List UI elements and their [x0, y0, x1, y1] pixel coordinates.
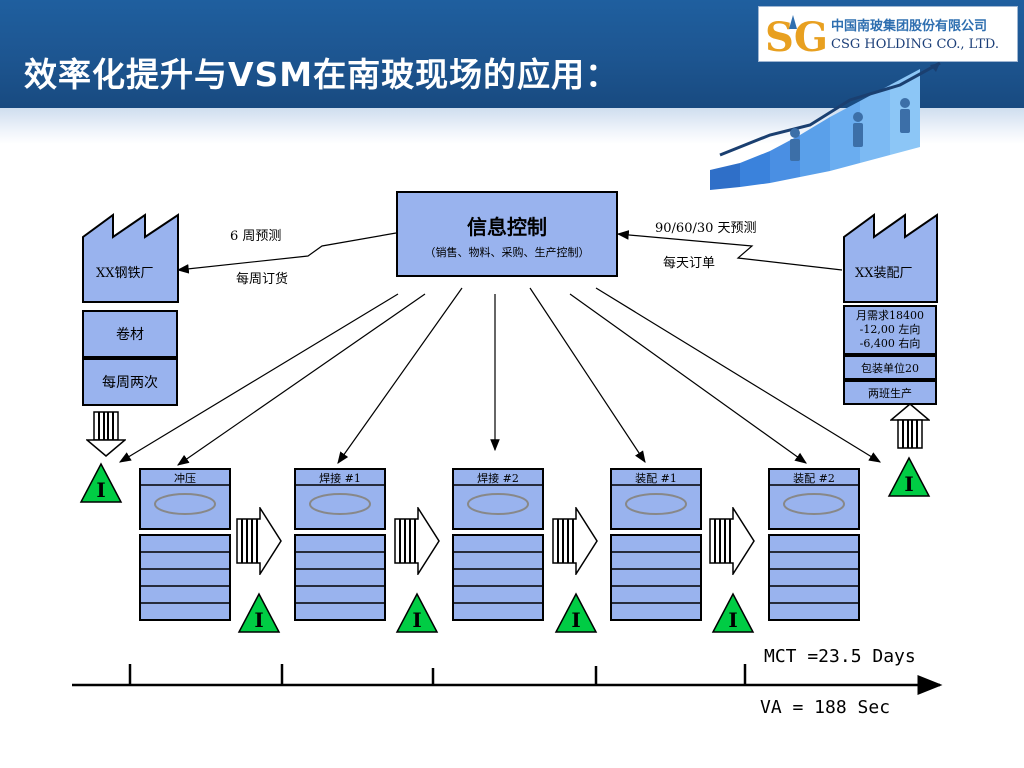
push-arrow-2-icon	[394, 507, 440, 575]
supplier-info-line	[176, 232, 397, 274]
inventory-2-icon: I	[395, 592, 439, 633]
logo-mark-icon: SG	[765, 14, 825, 57]
process-label: 装配 #2	[793, 472, 835, 485]
va-label: VA = 188 Sec	[760, 697, 891, 718]
supplier-order-label: 每周订货	[236, 272, 289, 287]
supplier-name: XX钢铁厂	[96, 266, 154, 281]
customer-packaging: 包装单位20	[861, 361, 919, 375]
customer-demand-line-3: -6,400 右向	[859, 337, 921, 350]
supplier-material-box: 卷材	[82, 310, 178, 358]
inventory-customer-icon: I	[887, 456, 931, 497]
customer-forecast-label: 90/60/30 天预测	[655, 221, 757, 236]
process-assembly-1: 装配 #1	[610, 468, 702, 622]
inventory-label: I	[254, 608, 263, 632]
customer-order-label: 每天订单	[663, 256, 716, 271]
slide-title: 效率化提升与VSM在南玻现场的应用：	[24, 55, 620, 94]
process-welding-2: 焊接 #2	[452, 468, 544, 622]
push-arrow-3-icon	[552, 507, 598, 575]
process-icon	[610, 468, 702, 621]
customer-packaging-box: 包装单位20	[843, 355, 937, 380]
process-icon	[452, 468, 544, 621]
inventory-label: I	[571, 608, 580, 632]
inventory-label: I	[904, 472, 913, 496]
supplier-material: 卷材	[116, 327, 144, 343]
supplier-forecast-label: 6 周预测	[230, 229, 282, 244]
growth-chart-illustration	[710, 61, 941, 190]
info-arrow-customer-inv	[595, 287, 882, 463]
customer-shifts: 两班生产	[868, 386, 912, 400]
inventory-label: I	[96, 478, 105, 502]
customer-name: XX装配厂	[855, 266, 913, 281]
supplier-frequency: 每周两次	[102, 375, 158, 391]
inventory-1-icon: I	[237, 592, 281, 633]
customer-factory-icon	[843, 213, 938, 303]
customer-info-line	[616, 230, 843, 271]
inventory-4-icon: I	[711, 592, 755, 633]
logo-letters: SG	[765, 14, 825, 57]
process-stamping: 冲压	[139, 468, 231, 622]
supplier-shipment-arrow-icon	[86, 411, 126, 457]
info-control-box: 信息控制 （销售、物料、采购、生产控制）	[396, 191, 618, 277]
process-icon	[139, 468, 231, 621]
people-figures	[790, 98, 910, 161]
process-label: 焊接 #1	[319, 472, 361, 485]
info-arrow-supplier-inv	[118, 293, 399, 463]
info-arrow-proc1	[177, 293, 426, 466]
info-control-title: 信息控制	[467, 215, 547, 239]
inventory-supplier-icon: I	[79, 462, 123, 503]
logo-english-name: CSG HOLDING CO., LTD.	[831, 37, 1000, 52]
supplier-frequency-box: 每周两次	[82, 358, 178, 406]
info-arrow-proc4	[529, 287, 646, 464]
company-logo: SG 中国南玻集团股份有限公司 CSG HOLDING CO., LTD.	[758, 6, 1018, 62]
inventory-label: I	[412, 608, 421, 632]
push-arrow-4-icon	[709, 507, 755, 575]
process-label: 装配 #1	[635, 472, 677, 485]
logo-chinese-name: 中国南玻集团股份有限公司	[831, 19, 988, 34]
process-welding-1: 焊接 #1	[294, 468, 386, 622]
customer-demand-box: 月需求18400 -12,00 左向 -6,400 右向	[843, 305, 937, 355]
mct-label: MCT =23.5 Days	[764, 646, 916, 667]
info-arrow-proc2	[337, 287, 463, 464]
customer-shipment-arrow-icon	[890, 403, 930, 449]
inventory-label: I	[728, 608, 737, 632]
customer-demand-line-2: -12,00 左向	[859, 323, 921, 336]
process-label: 冲压	[174, 472, 196, 485]
chart-bars	[710, 69, 920, 190]
trend-arrow	[719, 61, 941, 157]
process-label: 焊接 #2	[477, 472, 519, 485]
process-assembly-2: 装配 #2	[768, 468, 860, 622]
push-arrow-1-icon	[236, 507, 282, 575]
inventory-3-icon: I	[554, 592, 598, 633]
info-arrow-proc5	[569, 293, 807, 464]
info-control-subtitle: （销售、物料、采购、生产控制）	[424, 246, 590, 259]
supplier-factory-icon	[82, 213, 179, 303]
customer-demand-line-1: 月需求18400	[856, 309, 924, 322]
customer-shifts-box: 两班生产	[843, 380, 937, 405]
process-icon	[294, 468, 386, 621]
process-icon	[768, 468, 860, 621]
